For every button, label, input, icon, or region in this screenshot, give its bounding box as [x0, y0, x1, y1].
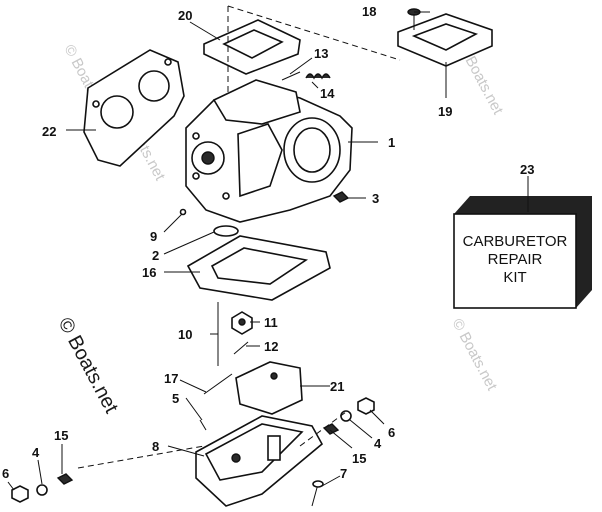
leader-lines [7, 11, 529, 491]
callout-5: 5 [172, 391, 179, 406]
callout-4-right: 4 [374, 436, 382, 451]
float-21 [235, 361, 303, 415]
callout-10: 10 [178, 327, 192, 342]
washer-4-left [36, 484, 48, 496]
callout-23: 23 [520, 162, 534, 177]
callout-20: 20 [178, 8, 192, 23]
callout-1: 1 [388, 135, 395, 150]
washer-4-right [340, 410, 352, 422]
watermark-bottom-right: © Boats.net [448, 316, 500, 394]
callout-21: 21 [330, 379, 344, 394]
disc-2 [213, 225, 239, 237]
callout-12: 12 [264, 339, 278, 354]
callout-15-left: 15 [54, 428, 68, 443]
bracket-10 [210, 302, 219, 366]
gasket-16 [186, 235, 331, 301]
kit-line-1: CARBURETOR [463, 233, 568, 250]
callout-9: 9 [150, 229, 157, 244]
alignment-line-bottom-left [77, 445, 205, 469]
alignment-line-top [227, 5, 401, 61]
callout-14: 14 [320, 86, 335, 101]
plug-15-left [56, 473, 74, 485]
repair-kit-box: CARBURETOR REPAIR KIT [453, 196, 592, 309]
pin-13 [281, 71, 301, 81]
ball-9 [179, 208, 187, 216]
spring-14 [305, 73, 331, 80]
kit-line-3: KIT [503, 269, 526, 286]
screw-5 [199, 419, 207, 431]
needle-12 [233, 341, 249, 355]
screw-3 [332, 191, 350, 203]
callout-18: 18 [362, 4, 376, 19]
callout-6-left: 6 [2, 466, 9, 481]
callout-6-right: 6 [388, 425, 395, 440]
callout-8: 8 [152, 439, 159, 454]
cover-plate-19 [397, 13, 493, 67]
needle-valve-11 [231, 311, 253, 335]
cover-plate-20 [203, 19, 301, 75]
watermark-main: © Boats.net [54, 314, 123, 417]
callout-16: 16 [142, 265, 156, 280]
callout-17: 17 [164, 371, 178, 386]
screw-6-left [11, 485, 29, 503]
callout-11: 11 [264, 315, 278, 330]
callout-22: 22 [42, 124, 56, 139]
callout-19: 19 [438, 104, 452, 119]
callout-7: 7 [340, 466, 347, 481]
float-bowl-8 [195, 415, 324, 507]
plug-15-right [322, 423, 340, 435]
callout-2: 2 [152, 248, 159, 263]
kit-line-2: REPAIR [488, 251, 543, 268]
carburetor-body-1 [185, 79, 353, 223]
callout-13: 13 [314, 46, 328, 61]
bolt-7 [311, 480, 324, 507]
callout-15-right: 15 [352, 451, 366, 466]
callout-3: 3 [372, 191, 379, 206]
gasket-22 [83, 49, 185, 167]
pin-17 [203, 373, 233, 395]
callout-4-left: 4 [32, 445, 40, 460]
